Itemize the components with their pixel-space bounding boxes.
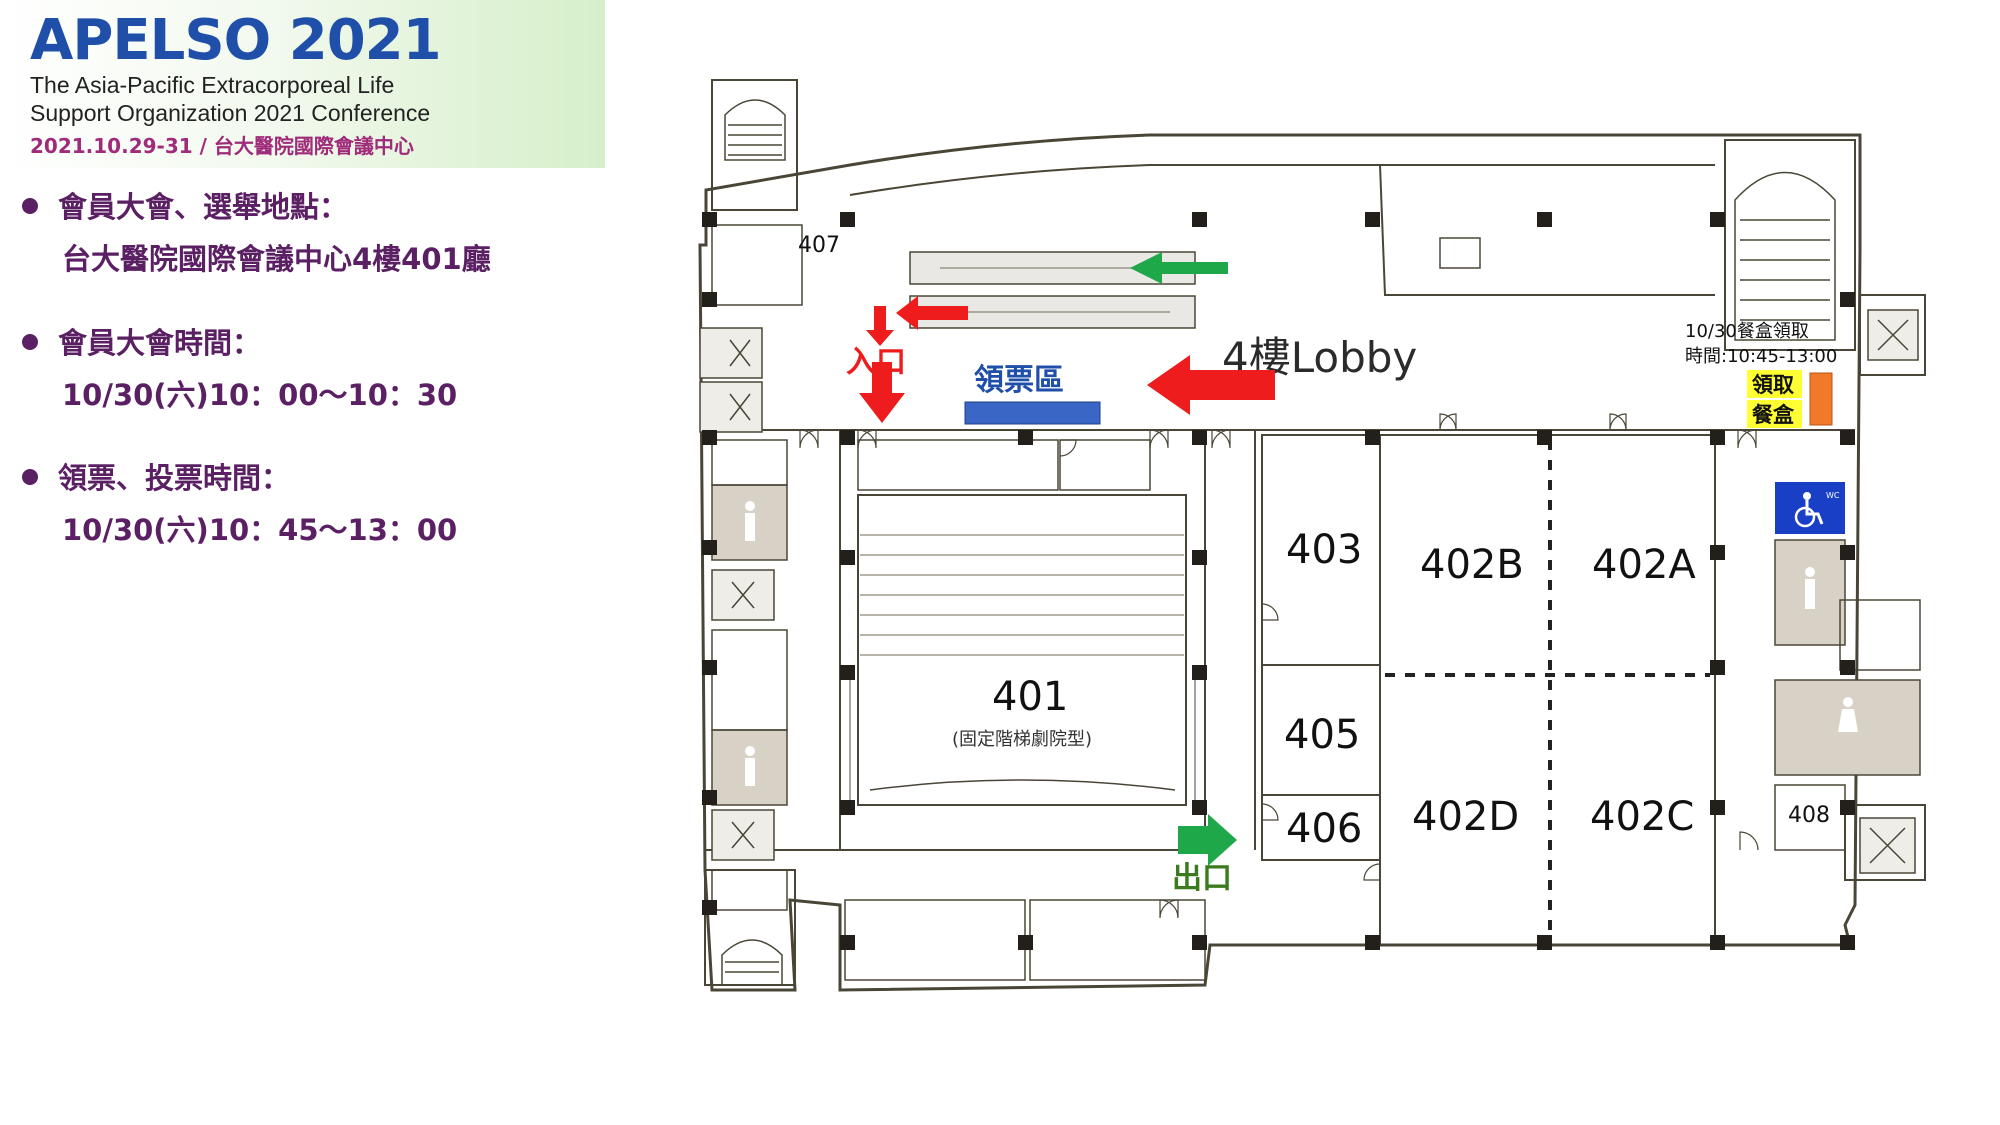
restroom-female-icon bbox=[1838, 697, 1858, 732]
entrance-label: 入口 bbox=[846, 345, 906, 380]
structural-columns bbox=[702, 212, 1855, 950]
info-voting-time-value: 10/30(六)10：45～13：00 bbox=[62, 513, 458, 547]
info-voting-time-label: 領票、投票時間： bbox=[58, 461, 291, 495]
room-402c-label: 402C bbox=[1590, 794, 1694, 840]
elevators-right bbox=[1859, 309, 1919, 874]
building-outline bbox=[698, 79, 1926, 992]
room-401 bbox=[849, 439, 1196, 806]
room-407-label: 407 bbox=[798, 233, 840, 258]
conference-subtitle-line1: The Asia-Pacific Extracorporeal Life bbox=[30, 72, 395, 98]
rooms-403-405-406 bbox=[1261, 434, 1381, 861]
conference-subtitle-line2: Support Organization 2021 Conference bbox=[30, 100, 431, 126]
room-402a-label: 402A bbox=[1592, 542, 1696, 588]
room-402d-label: 402D bbox=[1412, 794, 1519, 840]
info-item-voting-time: 領票、投票時間： 10/30(六)10：45～13：00 bbox=[22, 455, 457, 549]
info-item-venue: 會員大會、選舉地點： 台大醫院國際會議中心4樓401廳 bbox=[22, 184, 491, 278]
lunch-pickup-label-line1: 領取 bbox=[1752, 373, 1794, 397]
ticket-area-label: 領票區 bbox=[974, 363, 1064, 398]
bullet-icon bbox=[22, 334, 38, 350]
lunch-date-label: 10/30餐盒領取 bbox=[1685, 321, 1809, 342]
room-402 bbox=[1379, 434, 1716, 946]
elevators-left bbox=[699, 327, 775, 861]
info-meeting-time-value: 10/30(六)10：00～10：30 bbox=[62, 378, 458, 412]
info-venue-label: 會員大會、選舉地點： bbox=[58, 190, 349, 224]
info-item-meeting-time: 會員大會時間： 10/30(六)10：00～10：30 bbox=[22, 320, 457, 414]
conference-logo-title: APELSO 2021 bbox=[30, 8, 442, 73]
lunch-pickup-highlight-1 bbox=[1747, 370, 1802, 398]
exit-arrows bbox=[1130, 252, 1237, 866]
lunch-pickup-marker bbox=[1809, 372, 1833, 426]
room-labels: 401 (固定階梯劇院型) 402A 402B 402C 402D 403 40… bbox=[798, 233, 1830, 852]
conference-date-venue: 2021.10.29-31 / 台大醫院國際會議中心 bbox=[30, 134, 414, 158]
info-venue-value: 台大醫院國際會議中心4樓401廳 bbox=[62, 242, 491, 276]
doors bbox=[799, 413, 1759, 919]
room-403-label: 403 bbox=[1286, 527, 1362, 573]
accessible-restroom-icon bbox=[1775, 482, 1845, 534]
conference-banner: APELSO 2021 The Asia-Pacific Extracorpor… bbox=[0, 0, 605, 168]
lunch-pickup-label-line2: 餐盒 bbox=[1752, 403, 1795, 427]
wc-label: WC bbox=[1826, 491, 1840, 500]
stairs-top-left bbox=[724, 99, 786, 161]
lunch-time-label: 時間:10:45-13:00 bbox=[1685, 346, 1837, 367]
bullet-icon bbox=[22, 469, 38, 485]
restroom-male-icon bbox=[745, 501, 1815, 786]
entrance-arrows bbox=[859, 296, 1275, 423]
room-405-label: 405 bbox=[1284, 712, 1360, 758]
stairs-top-right bbox=[1734, 171, 1836, 341]
room-406-label: 406 bbox=[1286, 806, 1362, 852]
room-408-label: 408 bbox=[1788, 803, 1830, 828]
info-meeting-time-label: 會員大會時間： bbox=[58, 326, 262, 360]
exit-label: 出口 bbox=[1172, 861, 1232, 896]
bullet-icon bbox=[22, 198, 38, 214]
ticket-area-marker bbox=[964, 401, 1101, 425]
stairs-bottom-left bbox=[721, 939, 783, 986]
room-401-note: (固定階梯劇院型) bbox=[952, 729, 1092, 750]
escalators bbox=[909, 251, 1196, 329]
room-401-label: 401 bbox=[992, 674, 1068, 720]
room-402b-label: 402B bbox=[1420, 542, 1524, 588]
lunch-pickup-highlight-2 bbox=[1747, 400, 1802, 428]
